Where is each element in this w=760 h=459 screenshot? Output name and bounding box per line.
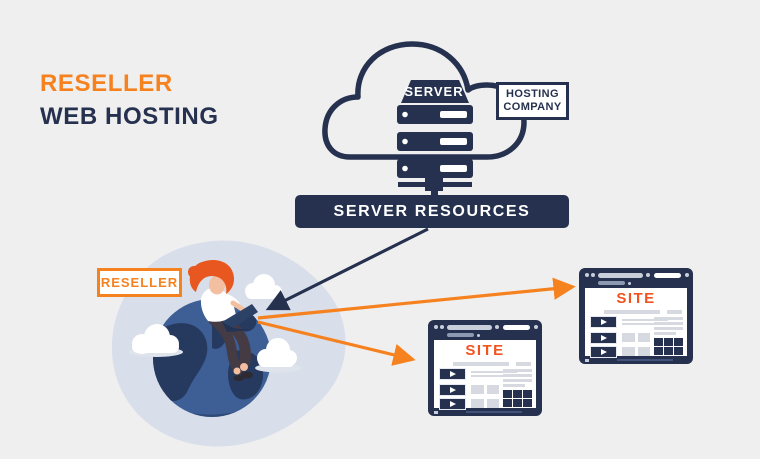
text-line	[471, 371, 517, 373]
play-icon	[590, 316, 617, 328]
grid-tile	[513, 390, 522, 398]
address-bar	[447, 325, 492, 330]
text-line	[654, 322, 683, 325]
browser-pill	[654, 273, 681, 278]
person-illustration	[188, 260, 258, 381]
browser-dot	[628, 282, 631, 285]
text-line	[654, 317, 683, 320]
grid-tile	[523, 399, 532, 407]
statusbar-square	[434, 411, 438, 414]
browser-dot	[495, 325, 499, 329]
text-block	[471, 385, 484, 394]
statusbar-square	[585, 359, 589, 362]
text-line	[667, 310, 682, 314]
grid-tile	[513, 399, 522, 407]
text-block	[487, 399, 499, 408]
grid-tile	[654, 347, 663, 355]
text-line	[654, 332, 676, 335]
text-line	[503, 369, 532, 372]
browser-dot	[585, 273, 589, 277]
arrow-reseller-to-site1	[257, 320, 416, 366]
browser-dot	[440, 325, 444, 329]
play-icon	[439, 384, 466, 396]
browser-dot	[477, 334, 480, 337]
text-line	[622, 319, 668, 321]
browser-tab	[447, 333, 474, 337]
address-bar	[598, 273, 643, 278]
text-line	[516, 362, 531, 366]
text-line	[471, 375, 509, 377]
statusbar-line	[466, 411, 522, 413]
arrow-resources-to-reseller	[265, 227, 429, 311]
hosting-company-line1: HOSTING	[506, 88, 559, 100]
browser-dot	[534, 325, 538, 329]
hosting-company-line2: COMPANY	[503, 101, 562, 113]
site-window-1: SITE	[428, 320, 542, 416]
text-line	[622, 323, 660, 325]
play-icon	[439, 368, 466, 380]
reseller-tag: RESELLER	[97, 268, 182, 297]
browser-dot	[646, 273, 650, 277]
play-icon	[439, 398, 466, 410]
text-line	[503, 379, 532, 382]
browser-dot	[434, 325, 438, 329]
text-block	[487, 385, 499, 394]
page-title: RESELLER WEB HOSTING	[40, 72, 219, 129]
text-line	[503, 384, 525, 387]
statusbar-line	[617, 359, 673, 361]
server-stack-icon	[397, 80, 473, 198]
shoe-icon	[241, 371, 253, 379]
small-cloud-right-icon	[255, 338, 301, 373]
grid-tile	[674, 347, 683, 355]
browser-dot	[685, 273, 689, 277]
text-block	[638, 333, 650, 342]
text-line	[654, 327, 683, 330]
face	[209, 275, 225, 295]
site-title: SITE	[616, 290, 656, 307]
grid-tile	[664, 338, 673, 346]
grid-tile	[503, 390, 512, 398]
site-window-2: SITE	[579, 268, 693, 364]
hair	[189, 260, 235, 294]
text-block	[622, 347, 635, 356]
arrow-reseller-to-site2	[257, 277, 576, 320]
text-block	[471, 399, 484, 408]
browser-pill	[503, 325, 530, 330]
hosting-company-tag: HOSTING COMPANY	[496, 82, 569, 120]
grid-tile	[674, 338, 683, 346]
text-line	[604, 310, 660, 314]
site-title: SITE	[465, 342, 505, 359]
browser-tab	[598, 281, 625, 285]
grid-tile	[664, 347, 673, 355]
text-block	[622, 333, 635, 342]
play-icon	[590, 346, 617, 358]
site-page: SITE	[585, 288, 687, 358]
server-label: SERVER	[404, 84, 464, 99]
text-line	[453, 362, 509, 366]
foot	[240, 363, 248, 371]
laptop-icon	[222, 304, 258, 332]
title-line-reseller: RESELLER	[40, 70, 173, 97]
text-line	[503, 374, 532, 377]
play-icon	[590, 332, 617, 344]
small-cloud-left-icon	[129, 324, 183, 357]
site-page: SITE	[434, 340, 536, 410]
title-line-web-hosting: WEB HOSTING	[40, 103, 219, 130]
browser-dot	[591, 273, 595, 277]
grid-tile	[523, 390, 532, 398]
server-resources-bar: SERVER RESOURCES	[295, 195, 569, 228]
grid-tile	[503, 399, 512, 407]
grid-tile	[654, 338, 663, 346]
text-block	[638, 347, 650, 356]
